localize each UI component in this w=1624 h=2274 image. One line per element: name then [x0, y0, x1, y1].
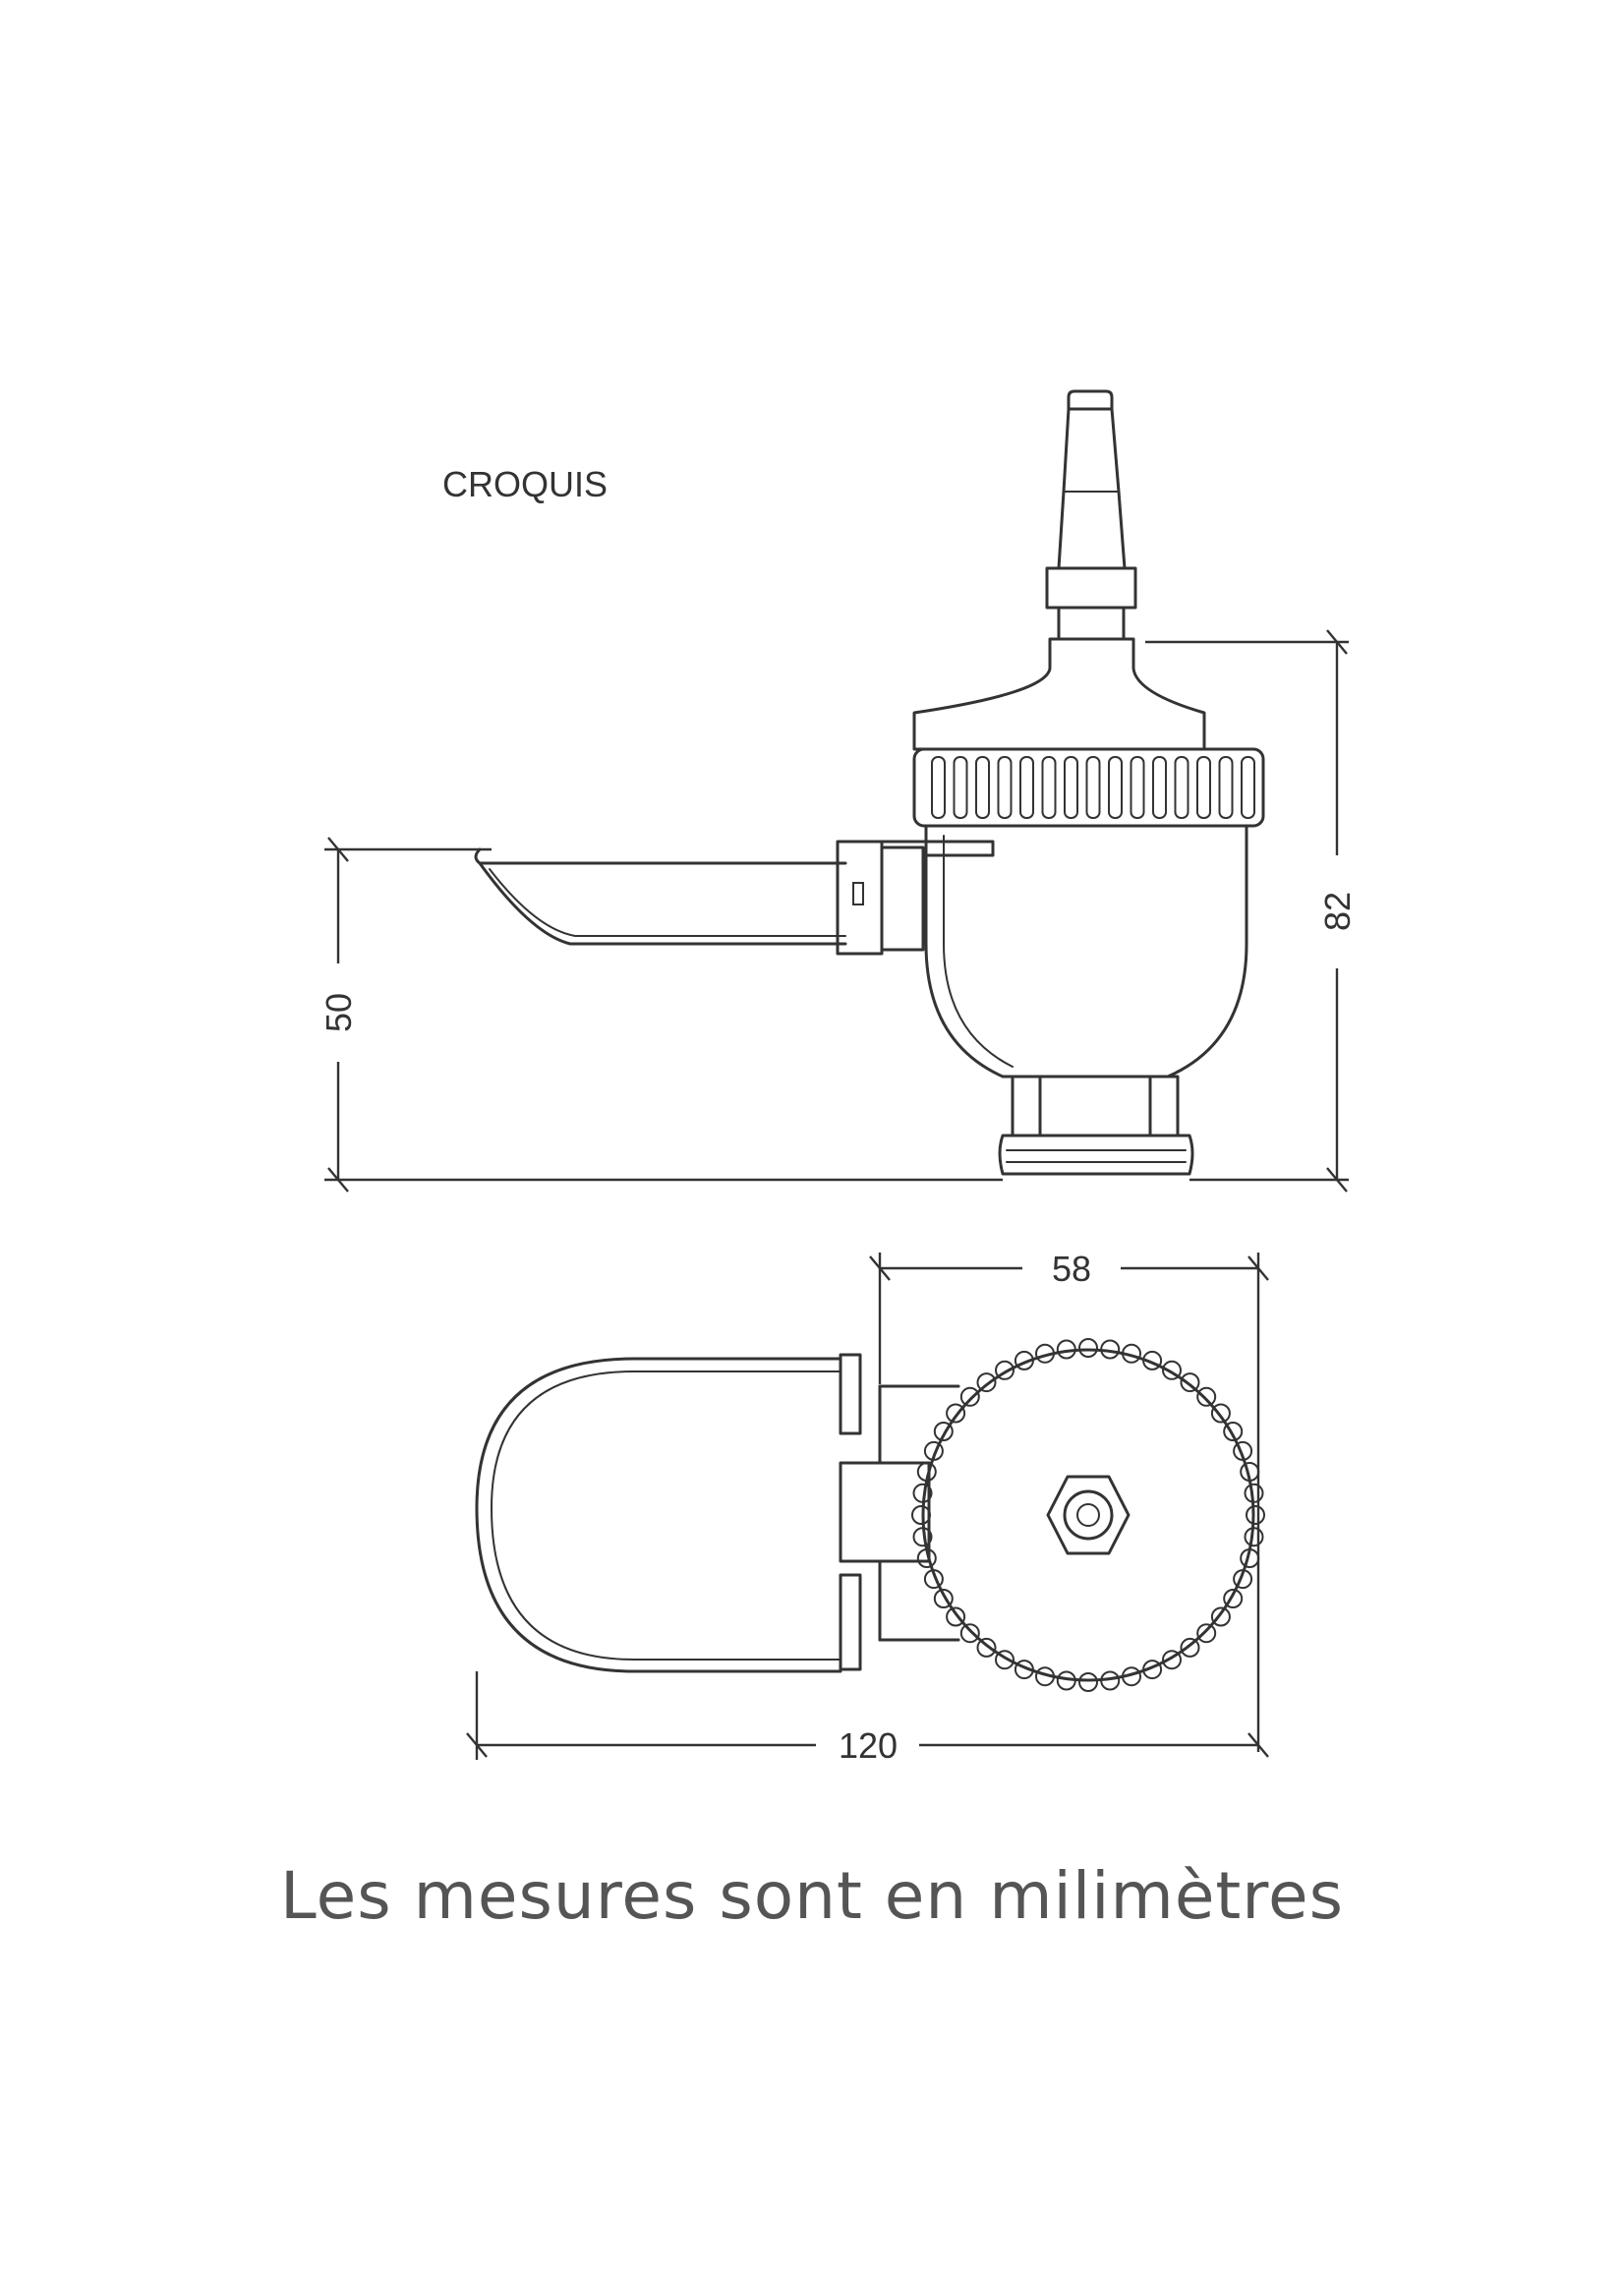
knurl-bump [1162, 1360, 1182, 1380]
dimension-length-total: 120 [466, 1671, 1269, 1766]
knurl-bump [1180, 1637, 1200, 1658]
sketch-title: CROQUIS [442, 464, 608, 504]
knurl-bump [946, 1606, 966, 1627]
top-view [475, 1338, 1265, 1692]
cap-rib [931, 756, 946, 819]
knurl-bump [1196, 1623, 1217, 1644]
dimension-label-50: 50 [319, 993, 359, 1032]
cap-rib [1196, 756, 1211, 819]
dimension-width-body: 58 [869, 1249, 1269, 1752]
dimension-height-total: 82 [1145, 629, 1358, 1193]
cap-rib [1019, 756, 1034, 819]
dimension-label-82: 82 [1317, 892, 1358, 931]
knurl-bump [1078, 1338, 1098, 1358]
cap-rib [1041, 756, 1057, 819]
inlet-nut-top [1046, 1475, 1131, 1555]
knurl-bump [1210, 1606, 1231, 1627]
inlet-nozzle [912, 389, 1206, 751]
dimension-label-58: 58 [1052, 1249, 1091, 1289]
dimension-height-bowl: 50 [319, 837, 1003, 1193]
knurl-bump [1246, 1505, 1265, 1525]
knurl-bump [1078, 1672, 1098, 1692]
cap-rib [1085, 756, 1101, 819]
knurl-bump [959, 1386, 980, 1407]
dimension-label-120: 120 [839, 1725, 898, 1766]
body-housing [924, 824, 1248, 1176]
cap-rib [975, 756, 990, 819]
cap-rib [953, 756, 968, 819]
bowl-top [475, 1353, 960, 1673]
cap-rib [1218, 756, 1234, 819]
side-view [474, 389, 1265, 1176]
knurl-bump [1223, 1589, 1244, 1608]
cap-rib [1241, 756, 1255, 819]
knurl-bump [995, 1650, 1015, 1670]
knurl-bump [959, 1623, 980, 1644]
knurl-bump [1223, 1422, 1244, 1441]
knurl-bump [933, 1422, 954, 1441]
knurl-bump [995, 1360, 1015, 1380]
knurl-bump [933, 1589, 954, 1608]
cap-rib [1064, 756, 1078, 819]
knurl-bump [1180, 1372, 1200, 1393]
knurled-cap [912, 747, 1265, 828]
knurl-bump [1162, 1650, 1182, 1670]
knurl-bump [976, 1637, 997, 1658]
round-body-top [911, 1338, 1265, 1692]
cap-rib [1152, 756, 1167, 819]
cap-rib [1174, 756, 1189, 819]
knurl-bump [946, 1403, 966, 1424]
units-caption: Les mesures sont en milimètres [280, 1858, 1344, 1934]
cap-rib [997, 756, 1013, 819]
cap-rib [1108, 756, 1123, 819]
knurl-bump [911, 1505, 931, 1525]
bowl [474, 840, 995, 956]
knurl-bump [976, 1372, 997, 1393]
knurl-bump [1210, 1403, 1231, 1424]
cap-rib [1130, 756, 1145, 819]
knurl-bump [1196, 1386, 1217, 1407]
